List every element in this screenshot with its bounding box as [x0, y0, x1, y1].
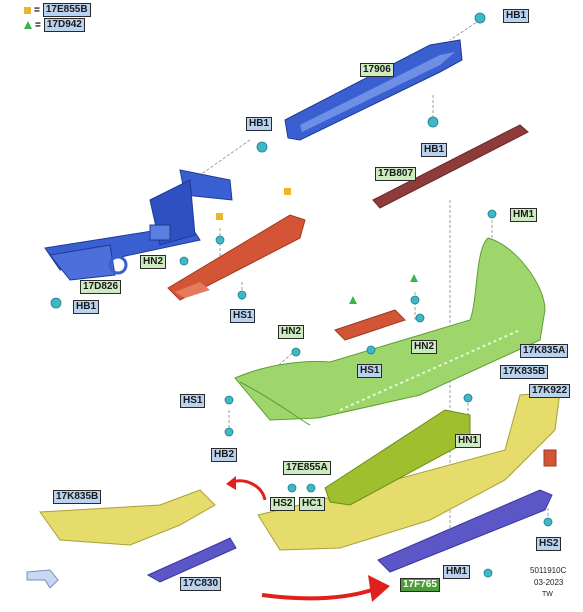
skid-plate	[377, 489, 553, 573]
legend-row-triangle: = 17D942	[24, 18, 85, 32]
label-17c830: 17C830	[180, 577, 222, 591]
red-arrow	[261, 588, 373, 601]
label-hs2: HS2	[536, 537, 562, 551]
doc-date: 03-2023	[534, 578, 564, 587]
triangle-marker	[349, 296, 357, 304]
label-17f765: 17F765	[400, 578, 440, 592]
triangle-marker	[410, 274, 418, 282]
view-arrow-icon	[26, 569, 59, 589]
legend-row-square: = 17E855B	[24, 3, 91, 17]
label-hs1: HS1	[357, 364, 383, 378]
reinforcement-beam	[284, 39, 463, 141]
label-hs1: HS1	[230, 309, 256, 323]
label-hc1: HC1	[299, 497, 326, 511]
doc-code: TW	[542, 591, 553, 598]
side-bracket	[334, 309, 406, 341]
label-17k922: 17K922	[529, 384, 571, 398]
label-hn2: HN2	[278, 325, 305, 339]
legend-eq: =	[34, 4, 40, 16]
label-17b807: 17B807	[375, 167, 417, 181]
square-marker	[216, 213, 223, 220]
label-hn1: HN1	[455, 434, 482, 448]
red-arrow-head	[368, 575, 390, 602]
tow-hitch	[44, 169, 233, 281]
fasteners	[50, 12, 553, 578]
bumper-bracket	[167, 214, 306, 301]
lower-valance	[257, 391, 561, 551]
label-17k835a: 17K835A	[520, 344, 569, 358]
legend-eq: =	[35, 19, 41, 31]
curved-arrow	[231, 479, 267, 501]
legend-code: 17D942	[43, 18, 85, 32]
label-hm1: HM1	[510, 208, 538, 222]
label-17906: 17906	[360, 63, 394, 77]
valance-insert	[39, 489, 216, 546]
label-hn2: HN2	[140, 255, 167, 269]
label-hm1: HM1	[443, 565, 471, 579]
label-17d826: 17D826	[80, 280, 122, 294]
label-hb2: HB2	[211, 448, 238, 462]
label-hn2: HN2	[411, 340, 438, 354]
label-17e855a: 17E855A	[283, 461, 331, 475]
label-hb1: HB1	[421, 143, 448, 157]
label-hs1: HS1	[180, 394, 206, 408]
bumper-cover	[234, 237, 546, 426]
label-hb1: HB1	[246, 117, 273, 131]
legend-code: 17E855B	[42, 3, 91, 17]
doc-number: 5011910C	[530, 566, 567, 575]
label-hb1: HB1	[73, 300, 100, 314]
energy-absorber-strip	[372, 124, 529, 209]
bracket-17k922	[543, 449, 557, 467]
square-icon	[24, 6, 31, 14]
square-marker	[284, 188, 291, 195]
label-hb1: HB1	[503, 9, 530, 23]
label-17k835b: 17K835B	[53, 490, 102, 504]
label-hs2: HS2	[270, 497, 296, 511]
curved-arrow-head	[226, 476, 236, 490]
trim-strip	[146, 537, 237, 583]
triangle-icon	[24, 21, 32, 29]
label-17k835b: 17K835B	[500, 365, 549, 379]
